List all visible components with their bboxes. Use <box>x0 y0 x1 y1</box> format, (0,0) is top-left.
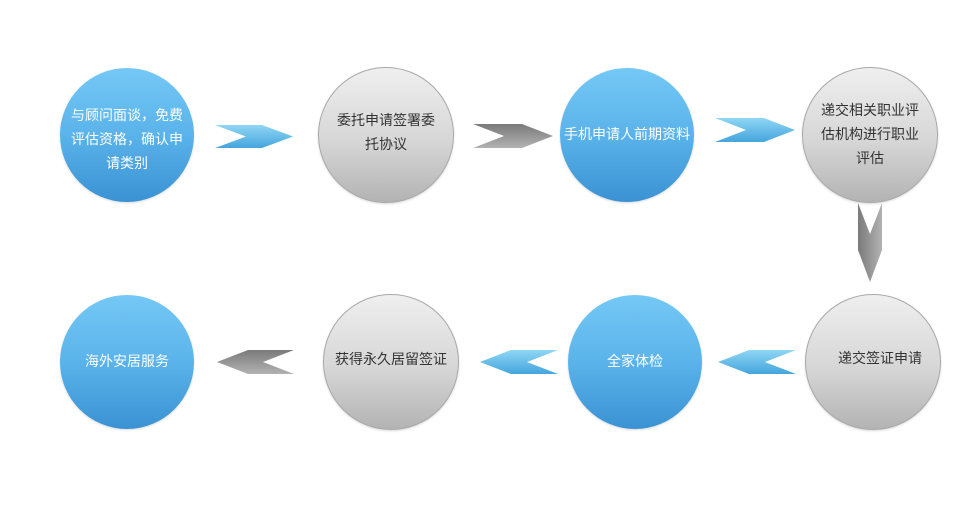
step-medical-exam: 全家体检 <box>568 295 702 429</box>
step-consultation: 与顾问面谈，免费 评估资格，确认申 请类别 <box>60 68 194 202</box>
step-permanent-residence: 获得永久居留签证 <box>323 294 459 430</box>
step-label-line: 递交相关职业评 <box>821 103 919 119</box>
step-label-line: 估机构进行职业 <box>821 127 919 143</box>
step-label-line: 全家体检 <box>607 354 663 370</box>
arrow-n1-to-n2 <box>215 125 293 148</box>
arrow-n7-to-n8 <box>217 350 294 374</box>
step-label-line: 评估资格，确认申 <box>71 132 183 148</box>
step-label-line: 与顾问面谈，免费 <box>71 108 183 124</box>
step-label-line: 托协议 <box>365 137 407 153</box>
step-collect-documents: 手机申请人前期资料 <box>560 68 694 202</box>
arrow-n3-to-n4 <box>715 118 795 142</box>
step-skills-assessment: 递交相关职业评 估机构进行职业 评估 <box>802 67 938 203</box>
step-label-line: 递交签证申请 <box>838 351 922 367</box>
step-visa-application: 递交签证申请 <box>805 294 941 430</box>
arrow-n5-to-n6 <box>718 350 796 374</box>
step-label-line: 委托申请签署委 <box>337 113 435 129</box>
step-label-line: 手机申请人前期资料 <box>564 127 690 143</box>
step-label-line: 海外安居服务 <box>85 354 169 370</box>
step-sign-agreement: 委托申请签署委 托协议 <box>318 67 454 203</box>
arrow-n6-to-n7 <box>480 350 558 374</box>
step-settlement-service: 海外安居服务 <box>60 295 194 429</box>
step-label-line: 评估 <box>856 151 884 167</box>
step-label-line: 请类别 <box>106 156 148 172</box>
arrow-n4-to-n5 <box>858 203 882 282</box>
arrow-n2-to-n3 <box>473 124 553 148</box>
step-label-line: 获得永久居留签证 <box>335 352 447 368</box>
